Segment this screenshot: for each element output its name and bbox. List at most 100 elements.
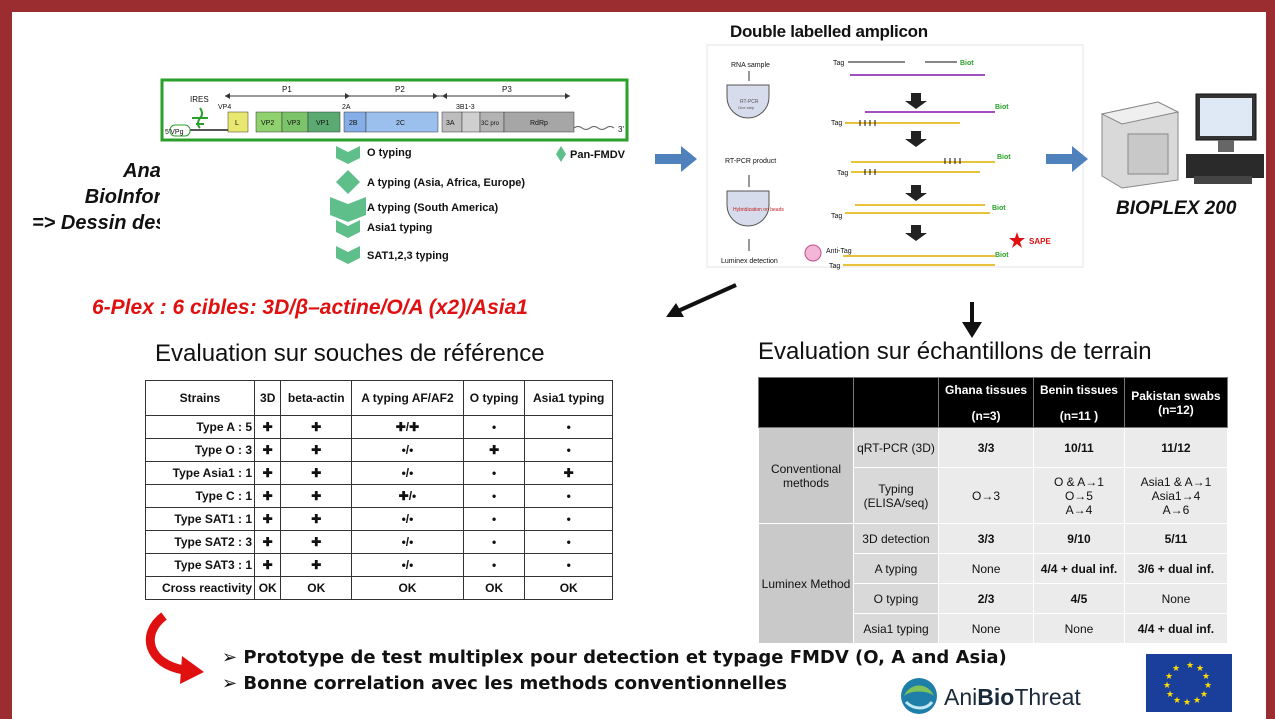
segment-vp1: VP1	[316, 120, 329, 127]
col-asia1-typing: Asia1 typing	[524, 380, 613, 416]
table-row: Type SAT3 : 1✚✚•/•••	[145, 553, 613, 577]
luminex-cell: None	[1123, 583, 1229, 614]
segment-2c: 2C	[396, 120, 405, 127]
table-row: Type SAT2 : 3✚✚•/•••	[145, 530, 613, 554]
biot-label-5: Biot	[995, 252, 1009, 259]
svg-text:★: ★	[1200, 690, 1208, 700]
result-cell: ✚/•	[351, 484, 464, 508]
result-cell: ✚	[280, 530, 353, 554]
strain-name-cell: Type Asia1 : 1	[145, 461, 255, 485]
bioplex-instrument-image	[1100, 93, 1264, 189]
2a-label: 2A	[342, 104, 351, 111]
col-a-typing: A typing AF/AF2	[351, 380, 464, 416]
svg-text:★: ★	[1202, 672, 1210, 682]
sixplex-targets: 6-Plex : 6 cibles: 3D/β–actine/O/A (x2)/…	[92, 296, 528, 319]
vpg-label: 5'VPg	[165, 129, 184, 136]
result-cell: •/•	[351, 438, 464, 462]
luminex-cell: 4/5	[1033, 583, 1125, 614]
svg-text:★: ★	[1196, 664, 1204, 674]
typing-ghana: O→3	[937, 467, 1035, 524]
table-row: Conventional methods qRT-PCR (3D) 3/3 10…	[758, 427, 1229, 524]
a-typing-asia-marker	[336, 170, 360, 194]
black-arrow-left	[666, 283, 737, 317]
amplicon-title: Double labelled amplicon	[730, 22, 928, 41]
biot-label-4: Biot	[992, 205, 1006, 212]
reference-strains-table: Strains 3D beta-actin A typing AF/AF2 O …	[145, 380, 613, 600]
table-row: Type O : 3✚✚•/•✚•	[145, 438, 613, 462]
luminex-cell: 4/4 + dual inf.	[1123, 613, 1229, 644]
segment-3a: 3A	[446, 120, 455, 127]
luminex-row-label: O typing	[853, 583, 939, 614]
svg-text:★: ★	[1204, 681, 1212, 691]
a-typing-sa-label: A typing (South America)	[367, 202, 499, 214]
rtpcr-product-label: RT-PCR product	[725, 158, 776, 165]
bullet-item: ➢ Bonne correlation avec les methods con…	[222, 673, 787, 694]
tag-label-5: Tag	[829, 263, 840, 270]
result-cell: OK	[462, 576, 526, 600]
p1-label: P1	[282, 85, 292, 94]
result-cell: ✚	[253, 438, 282, 462]
svg-text:★: ★	[1173, 696, 1181, 706]
process-arrow-1	[655, 146, 697, 172]
segment-l: L	[235, 120, 239, 127]
luminex-cell: 3/6 + dual inf.	[1123, 553, 1229, 584]
luminex-cell: 5/11	[1123, 523, 1229, 554]
table-row: Type A : 5✚✚✚/✚••	[145, 415, 613, 439]
segment-vp2: VP2	[261, 120, 274, 127]
result-cell: ✚	[280, 415, 353, 439]
result-cell: ✚	[462, 438, 526, 462]
ires-icon	[192, 107, 208, 129]
anibiothreat-logo-icon	[901, 678, 937, 714]
luminex-row-label: Asia1 typing	[853, 613, 939, 644]
bullet-item: ➢ Prototype de test multiplex pour detec…	[222, 647, 1007, 668]
tag-label-1: Tag	[833, 60, 844, 67]
table-row: Luminex Method 3D detection 3/3 9/10 5/1…	[758, 523, 1229, 644]
a-typing-sa-marker	[330, 197, 366, 222]
result-cell: OK	[253, 576, 282, 600]
luminex-cell: 4/4 + dual inf.	[1033, 553, 1125, 584]
typing-label: Typing (ELISA/seq)	[853, 467, 939, 524]
bead-icon	[804, 244, 822, 262]
sat-typing-label: SAT1,2,3 typing	[367, 250, 449, 262]
result-cell: •	[524, 438, 613, 462]
qrt-pakistan: 11/12	[1123, 427, 1229, 468]
rtpcr-tube-label: RT-PCR	[740, 99, 759, 105]
luminex-cell: None	[937, 613, 1035, 644]
result-cell: •/•	[351, 553, 464, 577]
rna-sample-label: RNA sample	[731, 62, 770, 69]
col-3d: 3D	[253, 380, 282, 416]
pan-fmdv-label: Pan-FMDV	[570, 149, 626, 161]
hybridization-tube	[726, 190, 770, 227]
sape-label: SAPE	[1029, 237, 1051, 246]
svg-text:★: ★	[1186, 661, 1194, 671]
conventional-methods-label: Conventional methods	[758, 427, 854, 524]
result-cell: ✚	[253, 415, 282, 439]
strain-name-cell: Type SAT2 : 3	[145, 530, 255, 554]
anibiothreat-logo-text: AniBioThreat	[944, 684, 1081, 710]
result-cell: ✚	[280, 438, 353, 462]
luminex-method-label: Luminex Method	[758, 523, 854, 644]
result-cell: •/•	[351, 461, 464, 485]
result-cell: •	[524, 530, 613, 554]
o-typing-label: O typing	[367, 147, 412, 159]
qrt-benin: 10/11	[1033, 427, 1125, 468]
sat-typing-marker	[336, 246, 360, 264]
tag-label-3: Tag	[837, 170, 848, 177]
result-cell: •	[524, 484, 613, 508]
field-samples-heading: Evaluation sur échantillons de terrain	[758, 338, 1152, 365]
bioplex-label: BIOPLEX 200	[1116, 198, 1237, 219]
reference-strains-heading: Evaluation sur souches de référence	[155, 340, 545, 367]
a-typing-asia-label: A typing (Asia, Africa, Europe)	[367, 177, 525, 189]
result-cell: •	[462, 461, 526, 485]
tag-label-2: Tag	[831, 120, 842, 127]
result-cell: OK	[280, 576, 353, 600]
col-o-typing: O typing	[462, 380, 526, 416]
result-cell: ✚	[280, 484, 353, 508]
result-cell: ✚	[253, 507, 282, 531]
pan-fmdv-marker	[556, 146, 566, 162]
result-cell: OK	[524, 576, 613, 600]
strain-name-cell: Type SAT1 : 1	[145, 507, 255, 531]
